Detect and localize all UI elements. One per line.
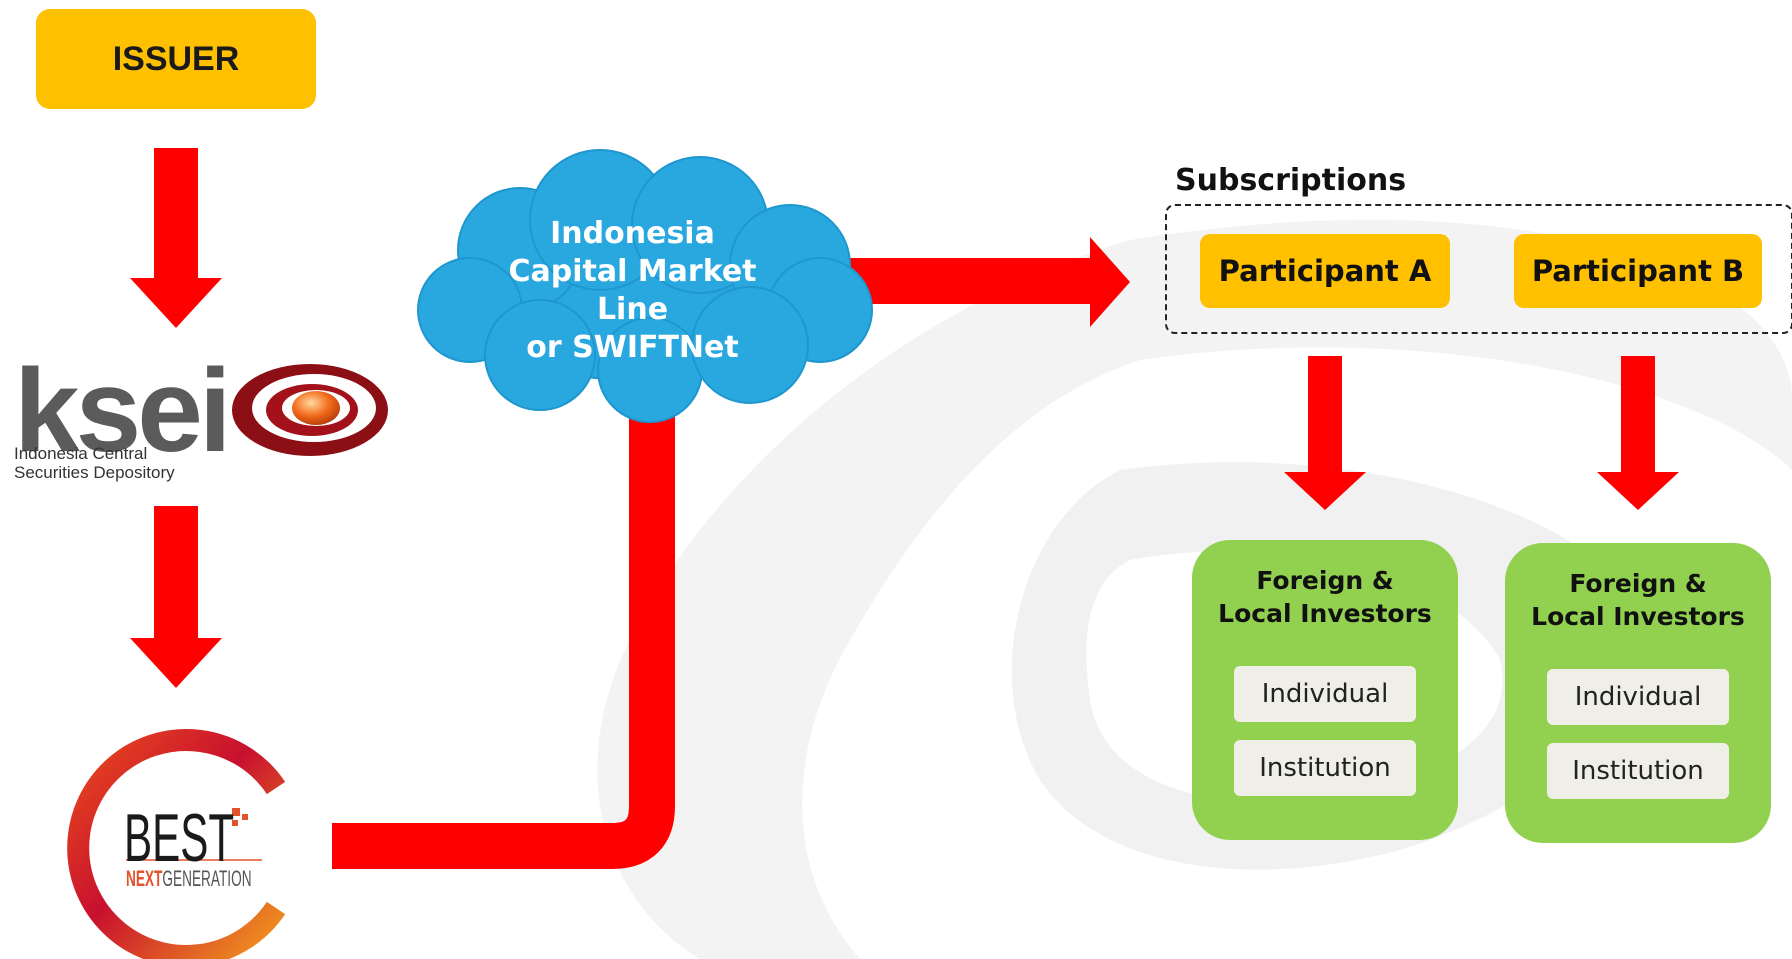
investors-a-box: Foreign & Local Investors Individual Ins… — [1192, 540, 1458, 840]
best-subtitle-next: NEXT — [126, 866, 163, 891]
subscriptions-title: Subscriptions — [1175, 163, 1407, 198]
ksei-subtitle-line1: Indonesia Central — [14, 444, 148, 463]
participant-b-label: Participant B — [1531, 254, 1745, 288]
investors-b-title-line2: Local Investors — [1531, 602, 1745, 631]
investors-b-box: Foreign & Local Investors Individual Ins… — [1505, 543, 1771, 843]
arrow-participant-b-to-investors — [1597, 356, 1679, 510]
investors-b-title-line1: Foreign & — [1569, 569, 1707, 598]
ksei-swirl-mark — [232, 364, 388, 456]
ksei-subtitle-line2: Securities Depository — [14, 463, 175, 482]
participant-a-label: Participant A — [1218, 254, 1432, 288]
best-ring-mark — [67, 729, 286, 959]
network-line4: or SWIFTNet — [526, 330, 739, 365]
participant-b-box: Participant B — [1514, 234, 1762, 308]
arrow-network-to-subscriptions — [850, 237, 1130, 327]
ksei-logo: ksei Indonesia Central Securities Deposi… — [14, 345, 388, 492]
best-logo: BEST NEXTGENERATION — [66, 728, 286, 959]
network-line1: Indonesia — [550, 216, 715, 251]
participant-a-box: Participant A — [1200, 234, 1450, 308]
investors-a-title-line1: Foreign & — [1256, 566, 1394, 595]
investors-a-institution-tag: Institution — [1234, 740, 1416, 796]
best-subtitle-generation: GENERATION — [162, 866, 252, 891]
investors-b-institution-tag: Institution — [1547, 743, 1729, 799]
network-line2: Capital Market — [508, 254, 757, 289]
investors-a-individual-tag: Individual — [1234, 666, 1416, 722]
arrow-participant-a-to-investors — [1284, 356, 1366, 510]
network-line3: Line — [596, 292, 669, 327]
connector-best-to-network — [332, 395, 675, 869]
best-logo-text: BEST — [124, 800, 235, 876]
investors-b-individual-tag: Individual — [1547, 669, 1729, 725]
network-label: Indonesia Capital Market Line or SWIFTNe… — [480, 215, 785, 367]
best-subtitle: NEXTGENERATION — [126, 868, 252, 890]
investors-a-title-line2: Local Investors — [1218, 599, 1432, 628]
ksei-logo-text: ksei — [14, 345, 232, 477]
arrow-issuer-to-ksei — [130, 148, 222, 328]
issuer-box: ISSUER — [36, 9, 316, 109]
arrow-ksei-to-best — [130, 506, 222, 688]
issuer-label: ISSUER — [112, 39, 240, 78]
